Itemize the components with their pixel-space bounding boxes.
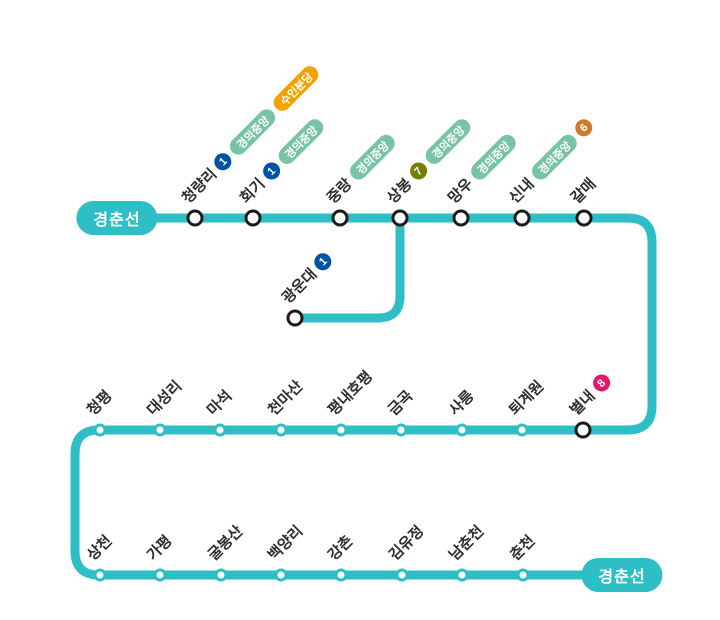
line-terminus-badge-left: 경춘선 (76, 201, 158, 235)
transfer-station-marker (186, 209, 204, 227)
station-marker (455, 568, 469, 582)
station-marker (93, 568, 107, 582)
station-marker (515, 423, 529, 437)
station-marker (395, 568, 409, 582)
station-marker (334, 423, 348, 437)
station-marker (213, 423, 227, 437)
station-marker (153, 568, 167, 582)
transfer-station-marker (574, 421, 592, 439)
main-line-path (70, 213, 657, 580)
transfer-station-marker (452, 209, 470, 227)
transfer-station-marker (244, 209, 262, 227)
transfer-station-marker (331, 209, 349, 227)
station-marker (516, 568, 530, 582)
branch-line-path (295, 220, 405, 323)
station-marker (394, 423, 408, 437)
station-marker (334, 568, 348, 582)
station-marker (214, 568, 228, 582)
transfer-station-marker (391, 209, 409, 227)
transfer-station-marker (513, 209, 531, 227)
line-terminus-badge-right: 경춘선 (581, 558, 663, 592)
transfer-station-marker (575, 209, 593, 227)
station-marker (455, 423, 469, 437)
station-marker (274, 568, 288, 582)
station-marker (274, 423, 288, 437)
station-marker (93, 423, 107, 437)
station-marker (153, 423, 167, 437)
transfer-station-marker (286, 309, 304, 327)
